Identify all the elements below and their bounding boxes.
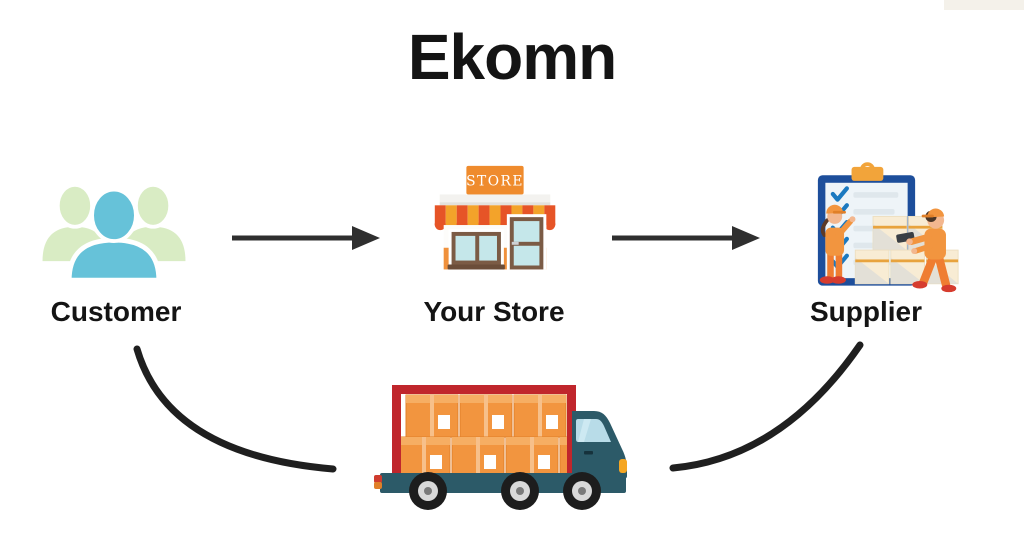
cargo-boxes [400, 394, 568, 475]
your-store-label: Your Store [423, 296, 565, 327]
customer-group-icon [42, 182, 186, 283]
store-sign: STORE [466, 165, 524, 195]
top-right-artifact [944, 0, 1024, 10]
supplier-checklist-icon [817, 162, 959, 293]
worker-right [896, 208, 957, 293]
page-title: Ekomn [407, 21, 617, 93]
curve-truck-to-customer [133, 345, 337, 473]
store-door [506, 214, 547, 270]
curve-supplier-to-truck [669, 341, 864, 472]
worker-left [819, 204, 856, 284]
delivery-truck-icon [374, 385, 627, 510]
store-sign-text: STORE [466, 174, 524, 190]
arrow-store-to-supplier [612, 226, 760, 250]
front-person [66, 187, 162, 283]
supplier-label: Supplier [809, 296, 923, 327]
truck-cab [572, 411, 627, 479]
truck-wheels [409, 472, 601, 510]
arrow-customer-to-store [232, 226, 380, 250]
storefront-icon: STORE [434, 165, 556, 270]
customer-label: Customer [50, 296, 182, 327]
store-fascia [439, 194, 551, 205]
truck-taillight [374, 475, 382, 489]
store-window [447, 228, 505, 270]
cargo-frame [392, 385, 576, 479]
